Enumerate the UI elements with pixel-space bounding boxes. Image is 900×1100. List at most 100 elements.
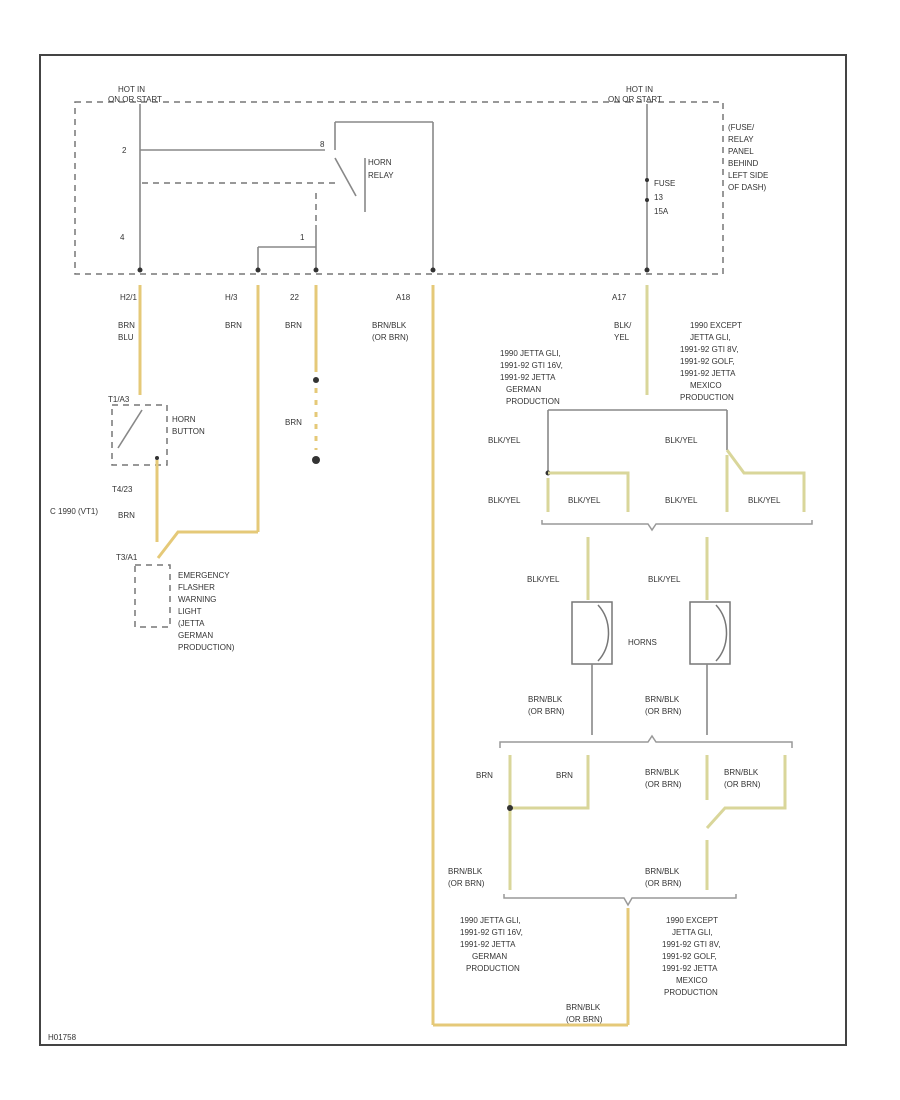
note-lt-line5: PRODUCTION [506, 397, 560, 406]
left-variant-wire [548, 471, 630, 512]
note-rt-line1: 1990 EXCEPT [690, 321, 742, 330]
horn-right [689, 601, 731, 665]
fuse-relay-panel-box [74, 101, 724, 275]
fuse-panel-line2: RELAY [728, 135, 754, 144]
emergency-line1: EMERGENCY [178, 571, 230, 580]
fuse-panel-line6: OF DASH) [728, 183, 767, 192]
note-lb-line5: PRODUCTION [466, 964, 520, 973]
emergency-line5: (JETTA [178, 619, 205, 628]
emergency-line2: FLASHER [178, 583, 215, 592]
relay-pin-2: 2 [122, 146, 127, 155]
horn-button-switch [117, 409, 143, 449]
lower-r2-brnblk1: BRN/BLK [724, 768, 759, 777]
fuse-line2: 13 [654, 193, 663, 202]
hot-left-line1: HOT IN [118, 85, 145, 94]
wire-brn-ground-label: BRN [285, 418, 302, 427]
lower-brn-2: BRN [556, 771, 573, 780]
relay-pin-4: 4 [120, 233, 125, 242]
note-lt-line3: 1991-92 JETTA [500, 373, 556, 382]
ground-splice-top [313, 377, 319, 383]
horn-relay-line2: RELAY [368, 171, 394, 180]
hot-right-line1: HOT IN [626, 85, 653, 94]
note-lt-line1: 1990 JETTA GLI, [500, 349, 561, 358]
note-rb-line1: 1990 EXCEPT [666, 916, 718, 925]
fuse-terminal-bottom [645, 198, 649, 202]
emergency-line6: GERMAN [178, 631, 213, 640]
top-variant-brace [541, 520, 813, 532]
conn-22-label: 22 [290, 293, 299, 302]
c-note-label: C 1990 (VT1) [50, 507, 98, 516]
connector-a18 [430, 267, 436, 273]
conn-h2-label: H2/1 [120, 293, 137, 302]
wire-brn-t4-label: BRN [118, 511, 135, 520]
fuse-line1: FUSE [654, 179, 675, 188]
emergency-flasher-box [134, 564, 171, 628]
note-rt-line6: MEXICO [690, 381, 722, 390]
connector-22 [313, 267, 319, 273]
note-rb-line2: JETTA GLI, [672, 928, 713, 937]
note-lb-line3: 1991-92 JETTA [460, 940, 516, 949]
note-lb-line1: 1990 JETTA GLI, [460, 916, 521, 925]
hot-right-line2: ON OR START [608, 95, 662, 104]
t3-label: T3/A1 [116, 553, 138, 562]
blkyel-l1: BLK/YEL [488, 436, 521, 445]
note-rb-line4: 1991-92 GOLF, [662, 952, 717, 961]
lower-l-brnblk2: (OR BRN) [448, 879, 485, 888]
note-rt-line4: 1991-92 GOLF, [680, 357, 735, 366]
blkyel-l3: BLK/YEL [568, 496, 601, 505]
blkyel-horn-l: BLK/YEL [527, 575, 560, 584]
fuse-panel-line4: BEHIND [728, 159, 758, 168]
lower-right-wire-2 [705, 755, 787, 830]
diagram-frame [39, 54, 847, 1046]
horn-button-line2: BUTTON [172, 427, 205, 436]
final-brace [503, 894, 737, 907]
note-lb-line2: 1991-92 GTI 16V, [460, 928, 523, 937]
wire-brn-2: BRN [285, 321, 302, 330]
bottom-variant-brace [499, 734, 793, 748]
fuse-terminal-top [645, 178, 649, 182]
horn-button-line1: HORN [172, 415, 196, 424]
wire-brnblk-2: (OR BRN) [372, 333, 409, 342]
wire-brn-blu-1: BRN [118, 321, 135, 330]
hot-left-line2: ON OR START [108, 95, 162, 104]
right-variant-wire [725, 449, 806, 512]
t2-label: T4/23 [112, 485, 133, 494]
note-rb-line3: 1991-92 GTI 8V, [662, 940, 720, 949]
figure-id: H01758 [48, 1033, 77, 1042]
lower-r3-brnblk2: (OR BRN) [645, 879, 682, 888]
wire-brnblk-1: BRN/BLK [372, 321, 407, 330]
blkyel-r2: BLK/YEL [665, 496, 698, 505]
emergency-line4: LIGHT [178, 607, 202, 616]
emergency-line3: WARNING [178, 595, 216, 604]
wire-blkyel-1: BLK/ [614, 321, 632, 330]
conn-a18-label: A18 [396, 293, 411, 302]
connector-h2 [137, 267, 143, 273]
blkyel-l2: BLK/YEL [488, 496, 521, 505]
relay-pin-1: 1 [300, 233, 305, 242]
note-rt-line5: 1991-92 JETTA [680, 369, 736, 378]
wire-brn-blu-2: BLU [118, 333, 134, 342]
bottom-brnblk2: (OR BRN) [566, 1015, 603, 1024]
emergency-line7: PRODUCTION) [178, 643, 235, 652]
horn-l-brnblk2: (OR BRN) [528, 707, 565, 716]
note-lt-line4: GERMAN [506, 385, 541, 394]
connector-a17 [644, 267, 650, 273]
bottom-brnblk1: BRN/BLK [566, 1003, 601, 1012]
blkyel-r1: BLK/YEL [665, 436, 698, 445]
fuse-line3: 15A [654, 207, 669, 216]
lower-r-brnblk2: (OR BRN) [645, 780, 682, 789]
fuse-panel-line5: LEFT SIDE [728, 171, 768, 180]
ground-point [312, 456, 320, 464]
note-rt-line2: JETTA GLI, [690, 333, 731, 342]
fuse-panel-line1: (FUSE/ [728, 123, 755, 132]
horn-relay-line1: HORN [368, 158, 392, 167]
note-lb-line4: GERMAN [472, 952, 507, 961]
relay-switch-arm [334, 157, 357, 197]
horn-r-brnblk1: BRN/BLK [645, 695, 680, 704]
wire-h3-flasher-bend [156, 530, 258, 559]
horn-button-contact [155, 456, 159, 460]
t1-label: T1/A3 [108, 395, 130, 404]
lower-l-brnblk1: BRN/BLK [448, 867, 483, 876]
note-rb-line7: PRODUCTION [664, 988, 718, 997]
